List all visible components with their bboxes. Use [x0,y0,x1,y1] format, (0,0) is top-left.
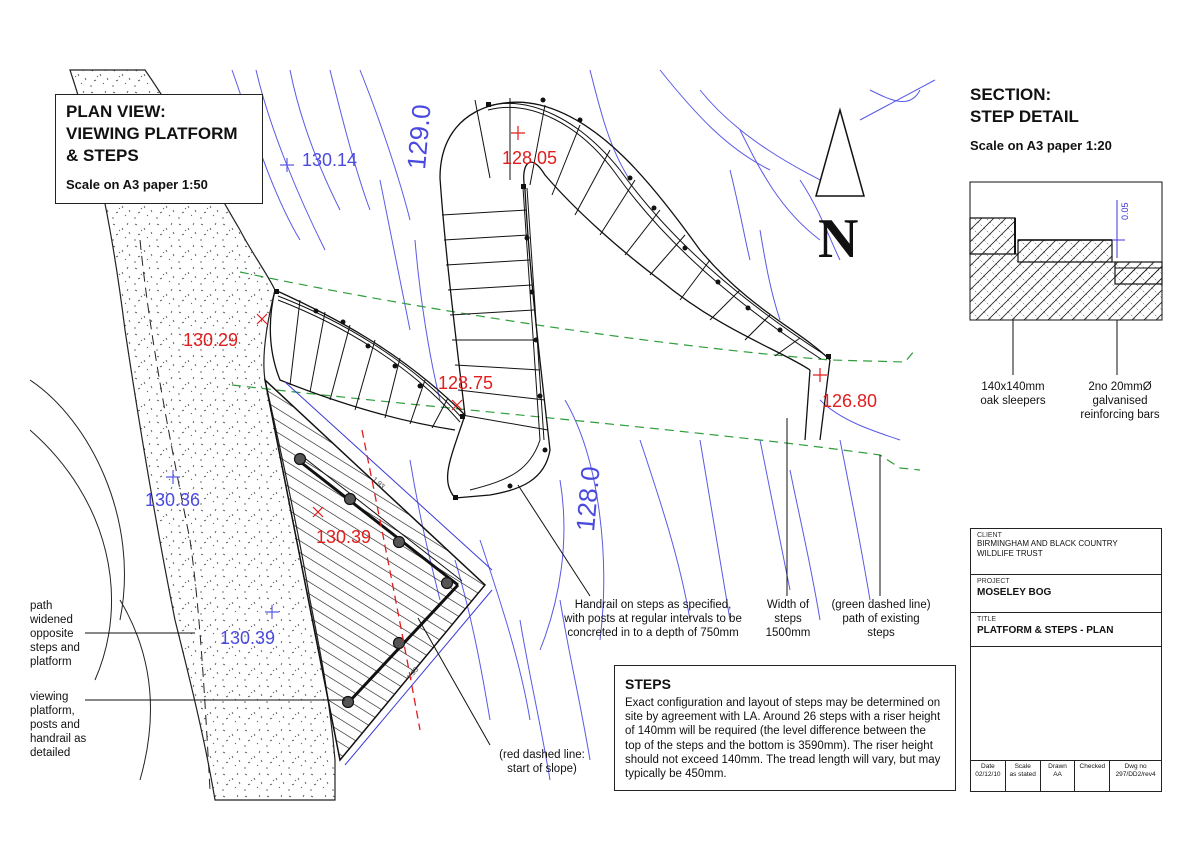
note-path-1: path [30,600,53,612]
section-heading: SECTION: STEP DETAIL Scale on A3 paper 1… [970,84,1112,153]
contour-128: 128.0 [570,465,606,532]
note-red-2: start of slope) [507,763,577,775]
label-bars: 2no 20mmØ galvanised reinforcing bars [1070,380,1170,422]
tb-client-line-1: BIRMINGHAM AND BLACK COUNTRY [977,539,1118,548]
level-130-14: 130.14 [302,150,357,170]
note-viewing-3: posts and [30,719,80,731]
tb-project-label: PROJECT [977,578,1010,585]
plan-title-line-1: PLAN VIEW: [66,102,166,121]
note-width-3: 1500mm [765,627,811,639]
note-green-3: steps [867,627,895,639]
steps-outline [269,101,831,499]
tb-cell-scale: Scale as stated [1006,761,1041,791]
level-130-36: 130.36 [145,490,200,510]
existing-steps-lines [231,271,921,471]
section-detail: 0.05 [969,181,1163,321]
note-viewing-2: platform, [30,705,75,717]
tb-cell-date: Date 02/12/10 [971,761,1006,791]
note-path-4: steps and [30,642,80,654]
note-path-2: widened [30,614,73,626]
platform-posts [293,452,463,709]
note-red: (red dashed line: start of slope) [486,748,598,776]
note-handrail: Handrail on steps as specified, with pos… [548,598,758,640]
north-arrow: N [815,107,865,270]
note-green-1: (green dashed line) [831,599,931,611]
note-handrail-3: concreted in to a depth of 750mm [567,627,739,639]
tb-cell-date-value: 02/12/10 [975,771,1001,778]
level-130-29: 130.29 [183,330,238,350]
tb-cell-dwg: Dwg no 297/DD2/rev4 [1110,761,1161,791]
tb-cell-dwg-value: 297/DD2/rev4 [1115,771,1156,778]
tb-cell-drawn: Drawn AA [1041,761,1076,791]
tb-cell-dwg-label: Dwg no [1124,763,1147,770]
note-green: (green dashed line) path of existing ste… [822,598,940,640]
level-crosses [166,126,827,619]
slope-start-line [361,429,421,731]
label-bars-line-3: reinforcing bars [1080,409,1160,421]
note-path: path widened opposite steps and platform [30,599,90,669]
level-130-39-red: 130.39 [316,527,371,547]
tb-title-value: PLATFORM & STEPS - PLAN [977,625,1114,636]
label-sleepers: 140x140mm oak sleepers [968,380,1058,408]
tb-client-line-2: WILDLIFE TRUST [977,549,1043,558]
steps-note-heading: STEPS [625,676,671,692]
tb-cell-scale-value: as stated [1009,771,1036,778]
note-red-1: (red dashed line: [499,749,585,761]
note-green-2: path of existing [842,613,920,625]
label-bars-line-1: 2no 20mmØ [1088,381,1152,393]
section-title-line-1: SECTION: [970,85,1052,104]
tb-client: CLIENT BIRMINGHAM AND BLACK COUNTRY WILD… [971,529,1161,575]
level-130-39-blue: 130.39 [220,628,275,648]
section-scale: Scale on A3 paper 1:20 [970,138,1112,153]
section-title-line-2: STEP DETAIL [970,107,1079,126]
handrail-posts [274,97,831,500]
tb-cell-drawn-label: Drawn [1048,763,1067,770]
note-viewing-4: handrail as [30,733,87,745]
tread-lines [289,98,801,431]
note-path-3: opposite [30,628,74,640]
plan-view-title-box: PLAN VIEW: VIEWING PLATFORM & STEPS Scal… [55,94,263,204]
plan-title-line-2: VIEWING PLATFORM [66,124,238,143]
tb-title-label: TITLE [977,616,997,623]
note-width-2: steps [774,613,802,625]
tb-meta-grid: Date 02/12/10 Scale as stated Drawn AA C… [971,760,1161,791]
note-viewing-5: detailed [30,747,71,759]
tb-title: TITLE PLATFORM & STEPS - PLAN [971,613,1161,647]
note-width-1: Width of [766,599,810,611]
tb-project: PROJECT MOSELEY BOG [971,575,1161,613]
title-block: CLIENT BIRMINGHAM AND BLACK COUNTRY WILD… [970,528,1162,792]
tb-client-label: CLIENT [977,532,1002,539]
note-handrail-1: Handrail on steps as specified, [574,599,732,611]
level-126-80: 126.80 [822,391,877,411]
level-128-75: 128.75 [438,373,493,393]
tb-cell-drawn-value: AA [1053,771,1062,778]
north-letter: N [818,208,858,270]
section-dim: 0.05 [1120,202,1130,220]
label-sleepers-line-1: 140x140mm [981,381,1045,393]
plan-scale: Scale on A3 paper 1:50 [66,177,208,192]
label-sleepers-line-2: oak sleepers [980,395,1046,407]
note-width: Width of steps 1500mm [756,598,820,640]
note-viewing: viewing platform, posts and handrail as … [30,690,95,760]
contour-129: 129.0 [401,103,437,170]
note-path-5: platform [30,656,72,668]
tb-project-value: MOSELEY BOG [977,587,1052,598]
note-handrail-2: with posts at regular intervals to be [564,613,742,625]
viewing-platform [263,377,487,762]
handrail [277,102,826,491]
steps-note-body: Exact configuration and layout of steps … [625,697,941,781]
level-128-05: 128.05 [502,148,557,168]
plan-title-line-3: & STEPS [66,146,139,165]
label-bars-line-2: galvanised [1092,395,1148,407]
note-viewing-1: viewing [30,691,69,703]
steps-note-box: STEPS Exact configuration and layout of … [614,665,956,791]
tb-cell-date-label: Date [981,763,995,770]
tb-cell-checked: Checked [1075,761,1111,791]
tb-cell-checked-label: Checked [1079,763,1106,770]
tb-cell-scale-label: Scale [1014,763,1031,770]
